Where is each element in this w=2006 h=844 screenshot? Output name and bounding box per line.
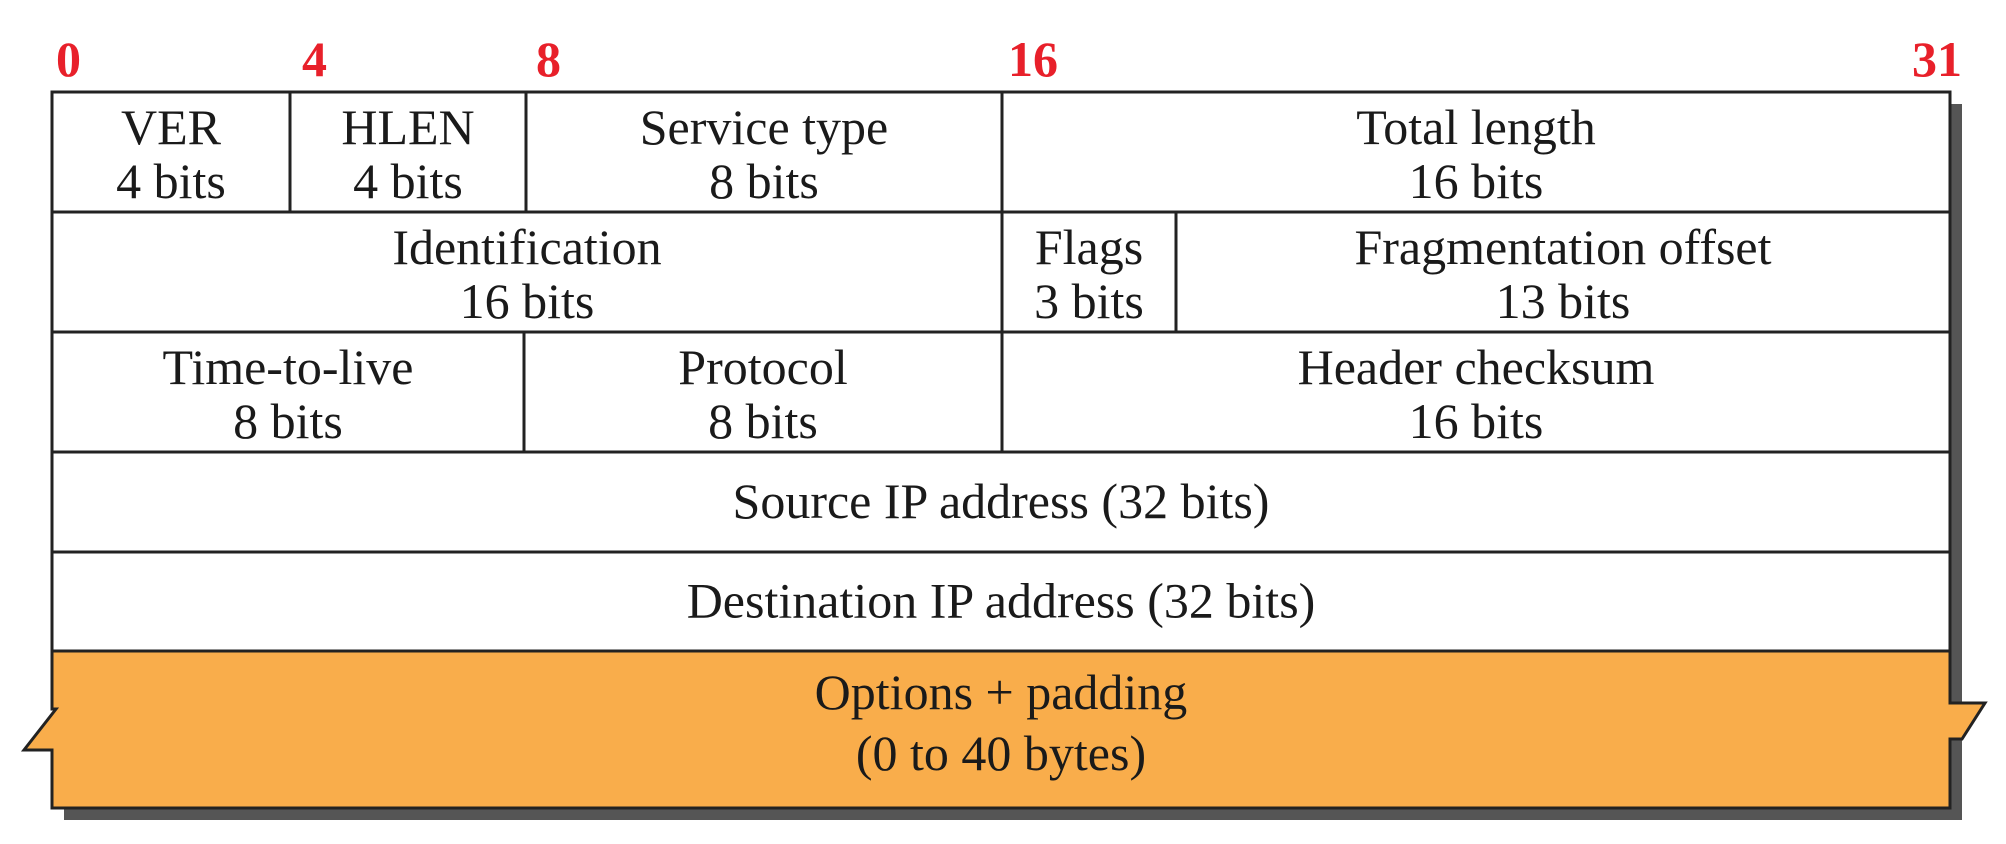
field-name: Source IP address (32 bits) bbox=[733, 473, 1270, 529]
field-box bbox=[50, 550, 1952, 653]
field-name: Flags bbox=[1035, 219, 1143, 275]
field-name: Fragmentation offset bbox=[1354, 219, 1771, 275]
bit-marker-31: 31 bbox=[1912, 31, 1962, 87]
bit-marker-16: 16 bbox=[1008, 31, 1058, 87]
field-box bbox=[288, 90, 528, 214]
bit-scale: 0 4 8 16 31 bbox=[56, 31, 1962, 87]
field-box bbox=[1000, 210, 1178, 334]
field-name: Destination IP address (32 bits) bbox=[687, 573, 1316, 629]
field-box bbox=[1000, 330, 1952, 454]
field-size: 16 bits bbox=[1409, 153, 1544, 209]
field-source-ip-address: Source IP address (32 bits) bbox=[50, 450, 1952, 554]
bit-marker-4: 4 bbox=[302, 31, 327, 87]
field-name: Protocol bbox=[678, 339, 847, 395]
field-name: Time-to-live bbox=[163, 339, 414, 395]
field-name: Service type bbox=[640, 99, 889, 155]
field-size: 8 bits bbox=[709, 153, 819, 209]
bit-marker-8: 8 bbox=[536, 31, 561, 87]
options-size: (0 to 40 bytes) bbox=[856, 725, 1146, 781]
row-5: Destination IP address (32 bits) bbox=[50, 550, 1952, 653]
options-field: Options + padding(0 to 40 bytes) bbox=[20, 649, 1988, 810]
field-name: VER bbox=[121, 99, 222, 155]
field-name: HLEN bbox=[341, 99, 474, 155]
options-label: Options + padding bbox=[815, 664, 1188, 720]
field-size: 8 bits bbox=[708, 393, 818, 449]
row-4: Source IP address (32 bits) bbox=[50, 450, 1952, 554]
field-size: 16 bits bbox=[460, 273, 595, 329]
field-size: 4 bits bbox=[116, 153, 226, 209]
field-size: 8 bits bbox=[233, 393, 343, 449]
bit-marker-0: 0 bbox=[56, 31, 81, 87]
field-box bbox=[50, 450, 1952, 554]
field-size: 4 bits bbox=[353, 153, 463, 209]
field-box bbox=[50, 90, 292, 214]
field-size: 16 bits bbox=[1409, 393, 1544, 449]
options-box bbox=[20, 649, 1988, 810]
field-box bbox=[1000, 90, 1952, 214]
field-size: 3 bits bbox=[1034, 273, 1144, 329]
field-destination-ip-address: Destination IP address (32 bits) bbox=[50, 550, 1952, 653]
field-box bbox=[524, 90, 1004, 214]
field-name: Identification bbox=[392, 219, 661, 275]
field-name: Total length bbox=[1356, 99, 1596, 155]
field-size: 13 bits bbox=[1496, 273, 1631, 329]
field-name: Header checksum bbox=[1298, 339, 1655, 395]
field-box bbox=[50, 330, 526, 454]
